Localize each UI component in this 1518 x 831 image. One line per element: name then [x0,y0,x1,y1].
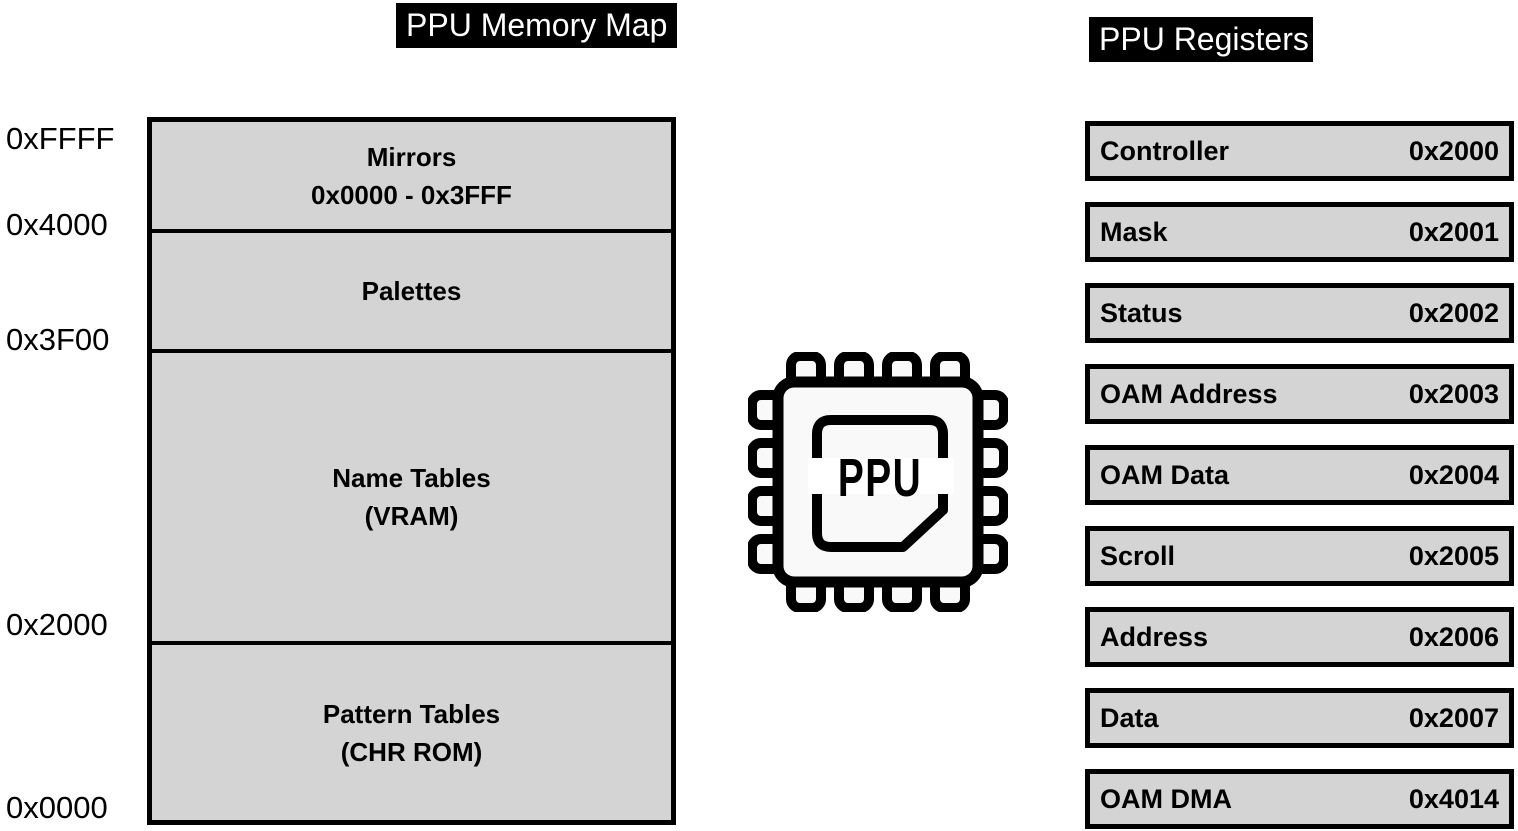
register-oam-address: OAM Address 0x2003 [1085,364,1514,424]
register-address: 0x2005 [1408,540,1499,571]
address-label-3f00: 0x3F00 [6,322,110,357]
chip-label: PPU [838,447,922,508]
register-name: Scroll [1100,540,1176,571]
register-name: Status [1100,297,1183,328]
section-label: Name Tables [332,463,491,493]
section-sublabel: (VRAM) [364,501,459,531]
register-status: Status 0x2002 [1085,283,1514,343]
address-label-2000: 0x2000 [6,607,108,642]
register-name: OAM Data [1100,459,1230,490]
register-name: OAM DMA [1100,783,1232,814]
section-label: Pattern Tables [322,698,501,729]
register-oam-dma: OAM DMA 0x4014 [1085,769,1514,829]
memory-section-mirrors: Mirrors 0x0000 - 0x3FFF [152,122,671,233]
memory-section-name-tables: Name Tables (VRAM) [152,353,671,645]
section-label: Mirrors [366,141,457,172]
register-name: Mask [1100,216,1168,247]
section-sublabel: (CHR ROM) [340,736,483,767]
registers-list: Controller 0x2000 Mask 0x2001 Status 0x2… [1085,121,1514,829]
register-name: OAM Address [1100,378,1278,409]
register-name: Controller [1100,135,1230,166]
address-label-top: 0xFFFF [6,121,115,156]
register-scroll: Scroll 0x2005 [1085,526,1514,586]
address-label-0000: 0x0000 [6,790,108,825]
register-address: 0x2004 [1408,459,1499,490]
memory-section-palettes: Palettes [152,233,671,353]
register-name: Data [1100,702,1159,733]
memory-section-pattern-tables: Pattern Tables (CHR ROM) [152,645,671,820]
register-address: 0x2007 [1408,702,1499,733]
register-address: 0x2002 [1408,297,1499,328]
register-address: 0x2006 [1408,621,1499,652]
ppu-chip-icon: PPU [748,352,1008,612]
section-range: 0x0000 - 0x3FFF [311,179,512,210]
memory-map-box: Mirrors 0x0000 - 0x3FFF Palettes Name Ta… [147,117,676,825]
register-address: 0x2001 [1408,216,1499,247]
register-address: 0x2003 [1408,378,1499,409]
register-oam-data: OAM Data 0x2004 [1085,445,1514,505]
section-label: Palettes [361,276,462,306]
register-address: 0x4014 [1408,783,1499,814]
register-address: Address 0x2006 [1085,607,1514,667]
register-mask: Mask 0x2001 [1085,202,1514,262]
register-controller: Controller 0x2000 [1085,121,1514,181]
memory-map-title: PPU Memory Map [396,3,677,48]
registers-title: PPU Registers [1089,17,1313,62]
register-address: 0x2000 [1408,135,1499,166]
address-label-4000: 0x4000 [6,207,108,242]
register-data: Data 0x2007 [1085,688,1514,748]
register-name: Address [1100,621,1209,652]
